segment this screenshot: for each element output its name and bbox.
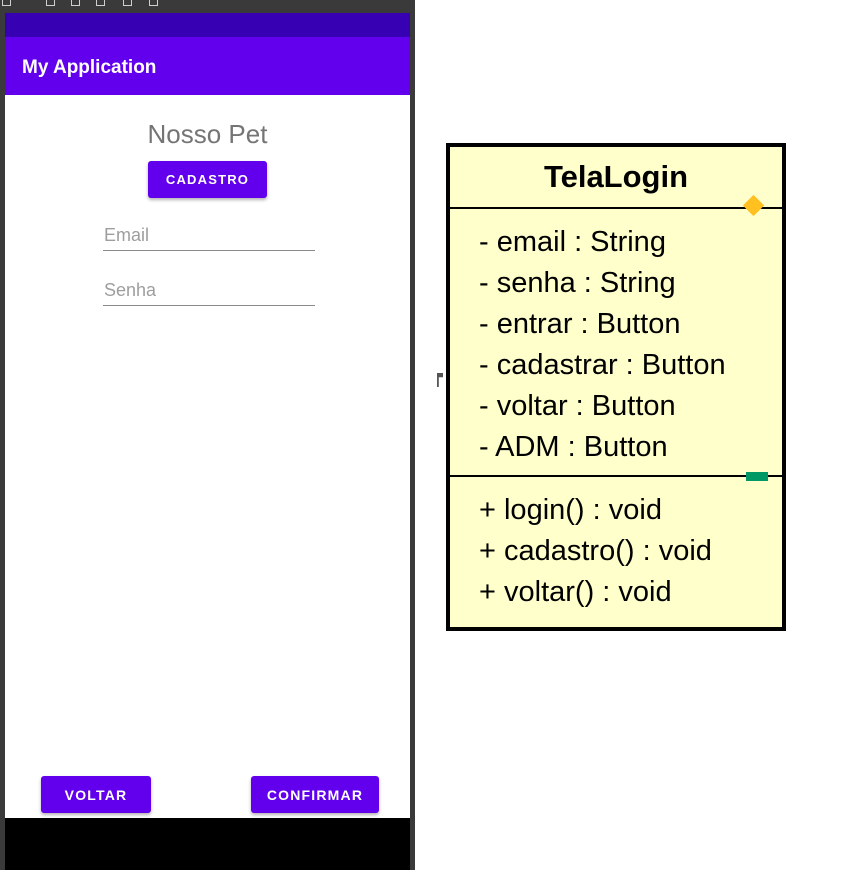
uml-attributes: - email : String - senha : String - entr… — [479, 222, 726, 468]
uml-methods: + login() : void + cadastro() : void + v… — [479, 490, 712, 613]
voltar-button[interactable]: VOLTAR — [41, 776, 151, 813]
device-screen: My Application Nosso Pet CADASTRO VOLTAR… — [5, 13, 410, 870]
toolbar-icon[interactable] — [96, 0, 105, 6]
email-field[interactable] — [103, 220, 315, 251]
toolbar-icon[interactable] — [46, 0, 55, 6]
uml-class-box: TelaLogin - email : String - senha : Str… — [446, 143, 786, 631]
uml-attribute: - senha : String — [479, 267, 676, 299]
app-bar: My Application — [5, 37, 410, 95]
navigation-bar — [5, 818, 410, 870]
uml-class-name: TelaLogin — [543, 159, 689, 194]
uml-method: + voltar() : void — [479, 576, 672, 608]
cadastro-button[interactable]: CADASTRO — [148, 161, 267, 198]
status-bar — [5, 13, 410, 37]
uml-divider — [450, 475, 782, 477]
confirmar-button[interactable]: CONFIRMAR — [251, 776, 379, 813]
password-field[interactable] — [103, 275, 315, 306]
android-emulator: My Application Nosso Pet CADASTRO VOLTAR… — [0, 0, 415, 870]
uml-attribute: - entrar : Button — [479, 308, 681, 340]
uml-attribute: - email : String — [479, 226, 666, 258]
emulator-toolbar — [0, 0, 415, 13]
uml-method: + login() : void — [479, 494, 662, 526]
page-title: Nosso Pet — [147, 119, 268, 149]
toolbar-icon[interactable] — [71, 0, 80, 6]
resize-handle-icon[interactable] — [746, 472, 768, 481]
uml-attribute: - voltar : Button — [479, 390, 676, 422]
uml-method: + cadastro() : void — [479, 535, 712, 567]
uml-divider — [450, 207, 782, 209]
app-title: My Application — [22, 57, 157, 78]
cursor-mark — [437, 373, 443, 387]
toolbar-icon[interactable] — [123, 0, 132, 6]
toolbar-icon[interactable] — [149, 0, 158, 6]
uml-attribute: - ADM : Button — [479, 431, 668, 463]
toolbar-icon[interactable] — [2, 0, 11, 6]
uml-attribute: - cadastrar : Button — [479, 349, 726, 381]
